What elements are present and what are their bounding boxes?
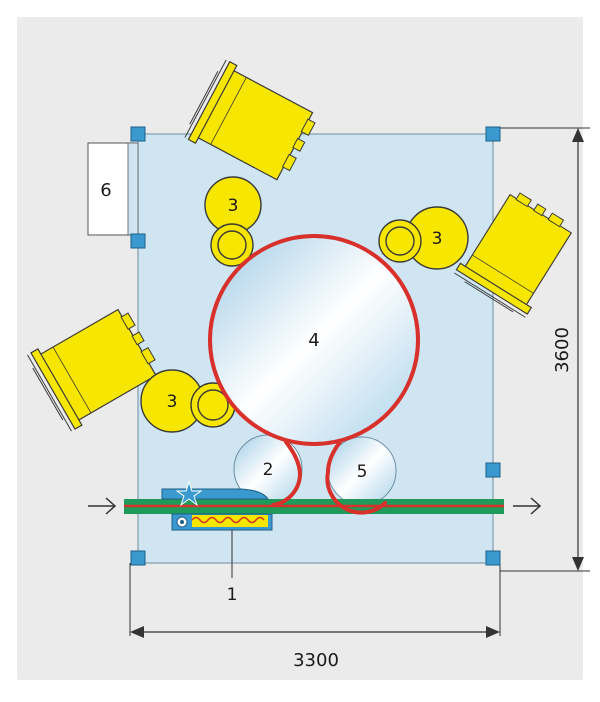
label-2: 2 bbox=[263, 460, 274, 480]
label-6: 6 bbox=[100, 180, 111, 201]
dimension-height-label: 3600 bbox=[552, 327, 573, 373]
label-1: 1 bbox=[227, 585, 238, 605]
label-3-top: 3 bbox=[228, 196, 239, 216]
label-3-left: 3 bbox=[167, 392, 178, 412]
label-4: 4 bbox=[308, 330, 319, 351]
label-3-right: 3 bbox=[432, 229, 443, 249]
box-6-strip bbox=[128, 143, 138, 235]
dimension-width-label: 3300 bbox=[293, 650, 339, 671]
label-5: 5 bbox=[357, 462, 368, 482]
